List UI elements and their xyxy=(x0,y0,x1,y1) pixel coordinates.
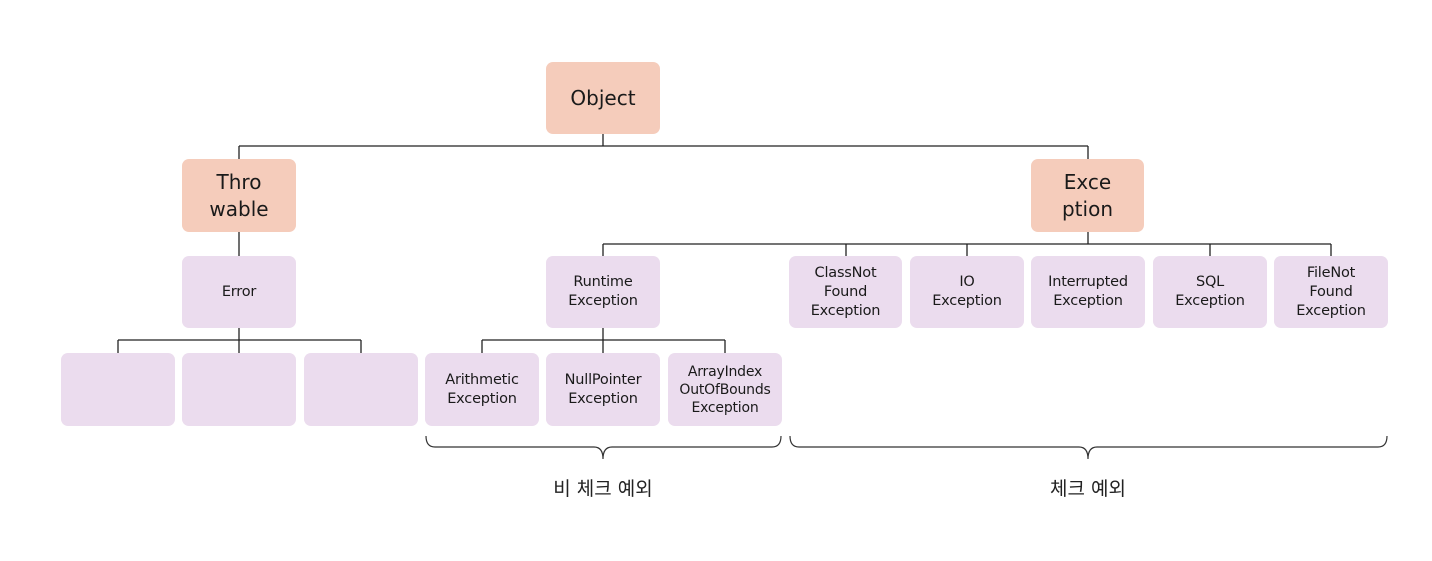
file-not-found-exception-node: FileNot Found Exception xyxy=(1274,256,1388,328)
runtime-exception-node: Runtime Exception xyxy=(546,256,660,328)
error-node: Error xyxy=(182,256,296,328)
error-child-box-2 xyxy=(182,353,296,426)
sql-exception-node: SQL Exception xyxy=(1153,256,1267,328)
arithmetic-exception-node: Arithmetic Exception xyxy=(425,353,539,426)
exception-node: Exce ption xyxy=(1031,159,1144,232)
checked-exception-label: 체크 예외 xyxy=(1050,478,1126,500)
null-pointer-exception-node: NullPointer Exception xyxy=(546,353,660,426)
error-child-box-3 xyxy=(304,353,418,426)
unchecked-exception-label: 비 체크 예외 xyxy=(553,478,653,500)
interrupted-exception-node: Interrupted Exception xyxy=(1031,256,1145,328)
io-exception-node: IO Exception xyxy=(910,256,1024,328)
error-child-box-1 xyxy=(61,353,175,426)
array-index-out-of-bounds-exception-node: ArrayIndex OutOfBounds Exception xyxy=(668,353,782,426)
checked-brace xyxy=(789,435,1388,460)
class-not-found-exception-node: ClassNot Found Exception xyxy=(789,256,902,328)
object-node: Object xyxy=(546,62,660,134)
group-braces xyxy=(425,435,1388,460)
throwable-node: Thro wable xyxy=(182,159,296,232)
unchecked-brace xyxy=(425,435,782,460)
